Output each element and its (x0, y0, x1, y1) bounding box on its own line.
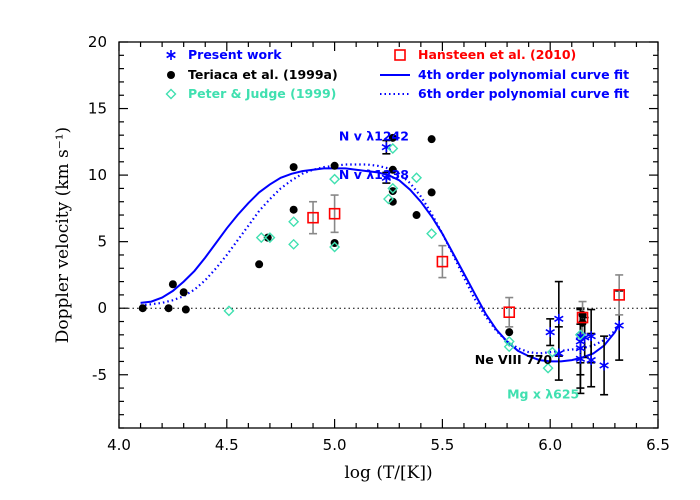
present-work-point (545, 327, 555, 338)
hansteen-point (307, 211, 319, 224)
y-tick-label: 0 (97, 299, 107, 317)
annotation-label: Mg x λ625 (507, 387, 579, 402)
teriaca-point (255, 260, 264, 269)
teriaca-point (427, 135, 436, 144)
teriaca-point (388, 133, 397, 142)
fit-curves (140, 163, 621, 363)
teriaca-point (263, 233, 272, 242)
teriaca-point (505, 328, 514, 337)
present-work-point (575, 353, 586, 364)
teriaca-point (179, 288, 188, 297)
data-markers (138, 133, 625, 374)
legend-swatch (165, 88, 177, 100)
teriaca-point (412, 211, 421, 220)
present-work-point (381, 172, 392, 183)
legend-label: Teriaca et al. (1999a) (188, 67, 338, 82)
teriaca-point (168, 280, 177, 289)
annotation-label: N v λ1242 (339, 128, 409, 143)
plot-border (118, 41, 659, 429)
teriaca-point (388, 197, 397, 206)
plot-frame (118, 41, 659, 429)
peter-judge-point (503, 341, 515, 353)
legend-swatch (167, 71, 175, 79)
x-tick-label: 4.5 (215, 436, 239, 454)
present-work-point (586, 355, 596, 366)
present-work-point (575, 343, 586, 354)
peter-judge-point (574, 329, 586, 341)
present-work-point (554, 313, 564, 324)
annotation-label: N v λ1238 (339, 167, 409, 182)
teriaca-point (388, 165, 397, 174)
annotation-label: Ne VIII 770 (475, 352, 553, 367)
peter-judge-point (542, 362, 554, 374)
teriaca-point (427, 188, 436, 197)
y-axis-label: Doppler velocity (km s⁻¹) (53, 127, 73, 343)
peter-judge-point (223, 305, 235, 317)
legend-swatch (394, 49, 406, 61)
peter-judge-point (387, 182, 399, 194)
teriaca-point (388, 187, 397, 196)
hansteen-point (436, 255, 449, 268)
hansteen-point (613, 289, 625, 301)
legend-label: Peter & Judge (1999) (188, 86, 336, 101)
teriaca-point (289, 163, 298, 172)
x-tick-label: 5.0 (323, 436, 347, 454)
peter-judge-point (383, 193, 394, 205)
teriaca-point (289, 205, 298, 214)
peter-judge-point (329, 241, 341, 253)
x-tick-label: 4.0 (107, 436, 131, 454)
peter-judge-point (426, 228, 438, 240)
peter-judge-point (411, 172, 423, 184)
hansteen-point (503, 306, 516, 319)
peter-judge-point (255, 232, 267, 244)
fourth-order-fit-curve (140, 167, 621, 363)
y-tick-label: 5 (97, 233, 107, 251)
peter-judge-point (546, 346, 558, 358)
x-tick-label: 6.5 (646, 436, 670, 454)
teriaca-point (181, 305, 190, 314)
y-tick-label: -5 (92, 366, 107, 384)
peter-judge-point (288, 216, 300, 228)
legend-label: Present work (188, 47, 282, 62)
teriaca-point (138, 304, 147, 313)
present-work-point (599, 360, 609, 371)
sixth-order-fit-curve (140, 163, 621, 355)
legend-swatch (166, 50, 176, 60)
peter-judge-point (288, 238, 300, 250)
x-tick-label: 6.0 (538, 436, 562, 454)
present-work-point (614, 320, 624, 331)
y-tick-label: 10 (88, 166, 107, 184)
legend-label: 6th order polynomial curve fit (418, 86, 629, 101)
annotations: N v λ1242 N v λ1238 Ne VIII 770 Mg x λ625 (339, 128, 579, 401)
axis-ticks: 4.0 4.5 5.0 5.5 6.0 6.5 -5 0 5 10 15 20 (88, 33, 670, 454)
legend-label: Hansteen et al. (2010) (418, 47, 576, 62)
peter-judge-point (264, 232, 276, 244)
y-tick-label: 15 (88, 100, 107, 118)
y-tick-label: 20 (88, 33, 107, 51)
x-tick-label: 5.5 (430, 436, 454, 454)
peter-judge-point (503, 335, 515, 347)
teriaca-point (164, 304, 173, 313)
peter-judge-point (329, 173, 341, 185)
legend-label: 4th order polynomial curve fit (418, 67, 629, 82)
hansteen-point (328, 207, 341, 220)
x-axis-label: log (T/[K]) (344, 463, 432, 483)
present-work-point (586, 331, 596, 342)
hansteen-point (576, 311, 589, 324)
peter-judge-point (387, 142, 399, 154)
teriaca-point (330, 161, 339, 170)
